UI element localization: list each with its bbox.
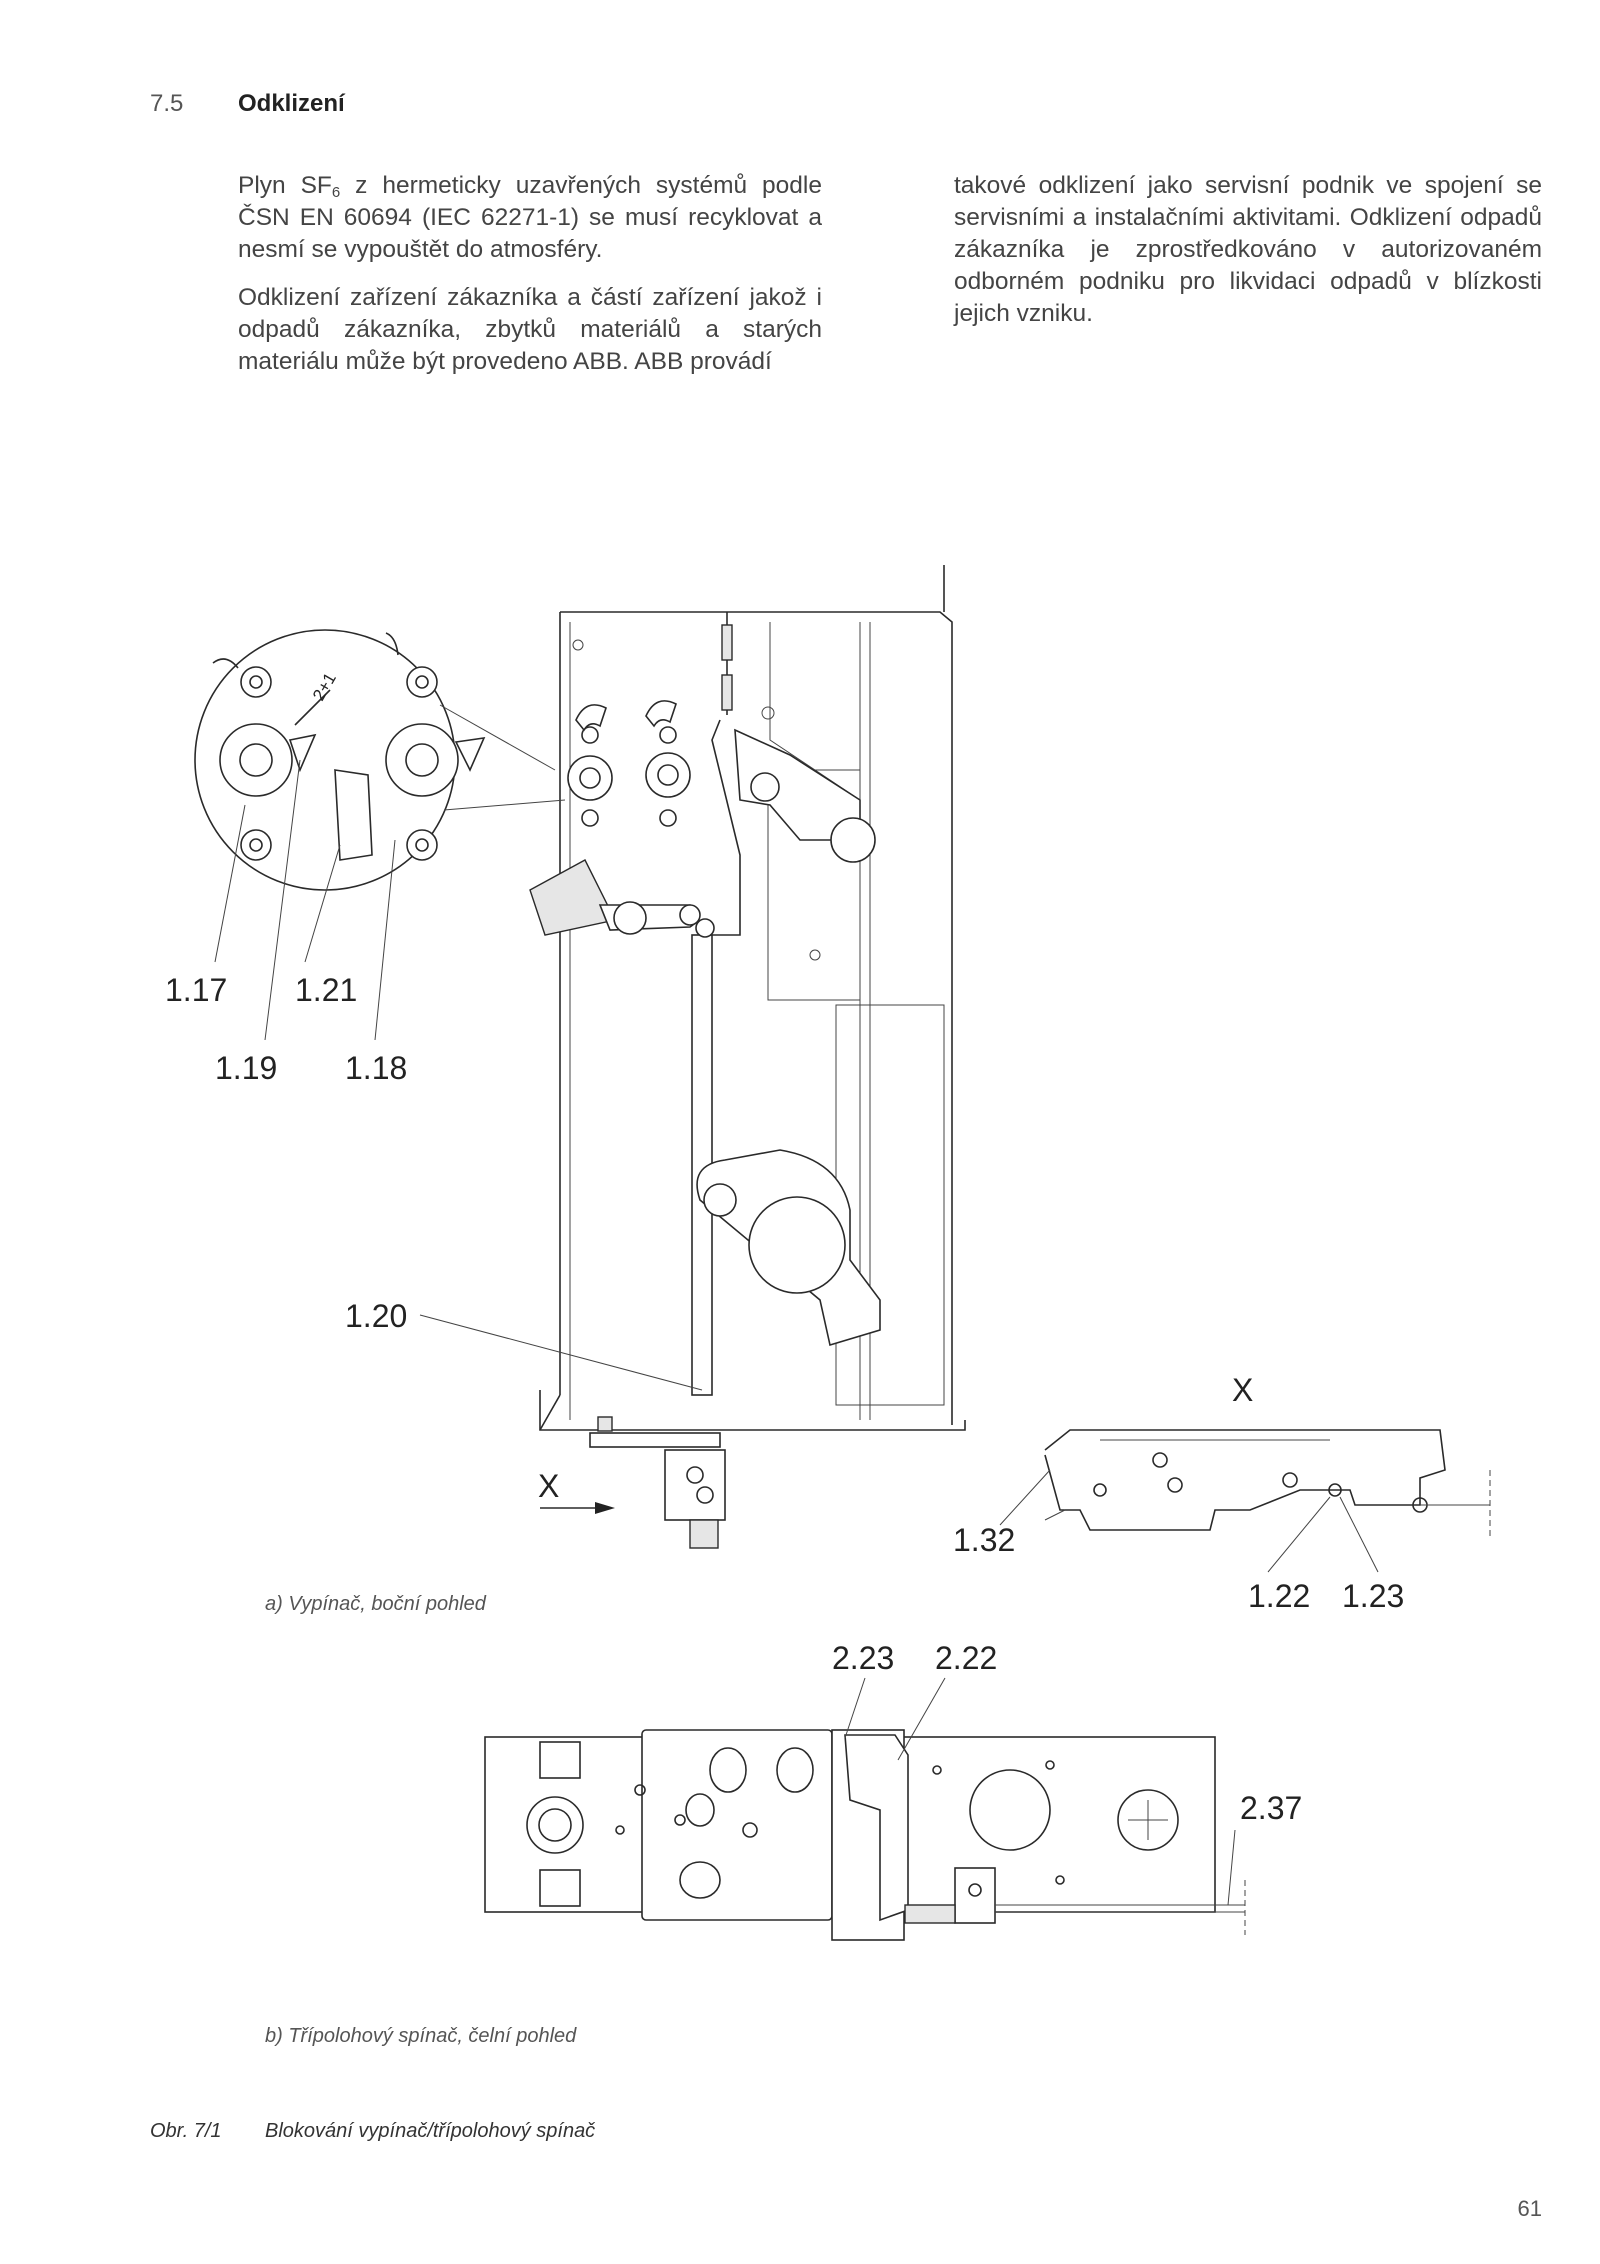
label-1-32: 1.32 [953,1522,1016,1558]
label-2-22: 2.22 [935,1640,998,1676]
text-column-right: takové odklizení jako servisní podnik ve… [954,170,1542,346]
switch-front-view [484,1729,1246,1941]
label-x-arrow: X [538,1468,560,1504]
figure-number: Obr. 7/1 [150,2120,222,2142]
paragraph-service: takové odklizení jako servisní podnik ve… [954,172,1542,327]
paragraph-sf6: Plyn SF6 z hermeticky uzavřených systémů… [238,172,822,263]
section-number: 7.5 [150,90,184,117]
view-arrow-x [540,1502,615,1514]
label-2-23: 2.23 [832,1640,895,1676]
figure-title: Blokování vypínač/třípolohový spínač [265,2120,596,2142]
caption-b: b) Třípolohový spínač, čelní pohled [265,2025,577,2047]
label-1-21: 1.21 [295,972,358,1008]
text-column-left: Plyn SF6 z hermeticky uzavřených systémů… [238,170,822,394]
page-number: 61 [1517,2196,1542,2221]
leader-lines-upper [214,759,703,1391]
breaker-side-view [529,565,966,1549]
label-1-20: 1.20 [345,1298,408,1334]
leader-lines-lower [844,1677,1236,1906]
label-1-23: 1.23 [1342,1578,1405,1614]
section-title: Odklizení [238,90,345,117]
label-1-19: 1.19 [215,1050,278,1086]
detail-magnified-circle [194,629,566,891]
label-1-18: 1.18 [345,1050,408,1086]
caption-a: a) Vypínač, boční pohled [265,1593,486,1615]
dimension-label: 2+1 [309,670,340,704]
paragraph-disposal: Odklizení zařízení zákazníka a částí zař… [238,284,822,375]
label-1-22: 1.22 [1248,1578,1311,1614]
label-2-37: 2.37 [1240,1790,1303,1826]
label-1-17: 1.17 [165,972,228,1008]
view-x-detail [999,1429,1491,1573]
label-x-view: X [1232,1372,1254,1408]
